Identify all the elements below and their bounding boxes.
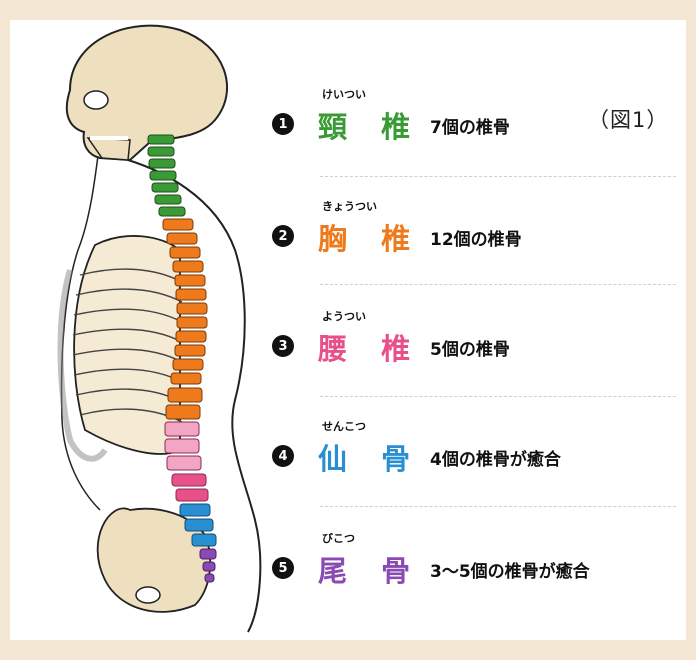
region-name: 尾 骨 bbox=[318, 548, 422, 590]
lumbar-vertebrae bbox=[165, 388, 202, 470]
region-ruby: ようつい bbox=[322, 308, 422, 324]
region-name: 仙 骨 bbox=[318, 436, 422, 478]
region-number-badge: 3 bbox=[272, 335, 294, 357]
region-description: 3〜5個の椎骨が癒合 bbox=[430, 557, 590, 582]
divider bbox=[320, 176, 676, 177]
region-description: 4個の椎骨が癒合 bbox=[430, 445, 561, 470]
region-row-coccyx: びこつ 5 尾 骨 3〜5個の椎骨が癒合 bbox=[272, 530, 682, 600]
hip-socket bbox=[136, 587, 160, 603]
region-ruby: けいつい bbox=[322, 86, 422, 102]
divider bbox=[320, 284, 676, 285]
region-number-badge: 4 bbox=[272, 445, 294, 467]
region-name: 頸 椎 bbox=[318, 104, 422, 146]
region-row-thoracic: きょうつい 2 胸 椎 12個の椎骨 bbox=[272, 198, 682, 268]
region-ruby: びこつ bbox=[322, 530, 422, 546]
divider bbox=[320, 396, 676, 397]
cervical-vertebrae bbox=[148, 135, 185, 216]
region-description: 7個の椎骨 bbox=[430, 113, 510, 138]
region-name: 腰 椎 bbox=[318, 326, 422, 368]
region-description: 12個の椎骨 bbox=[430, 225, 522, 250]
region-row-sacrum: せんこつ 4 仙 骨 4個の椎骨が癒合 bbox=[272, 418, 682, 488]
region-number-badge: 5 bbox=[272, 557, 294, 579]
region-row-cervical: けいつい 1 頸 椎 7個の椎骨 bbox=[272, 86, 682, 156]
region-number-badge: 1 bbox=[272, 113, 294, 135]
region-description: 5個の椎骨 bbox=[430, 335, 510, 360]
spine-skeleton-illustration bbox=[10, 20, 280, 640]
region-number-badge: 2 bbox=[272, 225, 294, 247]
eye-socket bbox=[84, 91, 108, 109]
divider bbox=[320, 506, 676, 507]
region-ruby: きょうつい bbox=[322, 198, 422, 214]
region-row-lumbar: ようつい 3 腰 椎 5個の椎骨 bbox=[272, 308, 682, 378]
region-ruby: せんこつ bbox=[322, 418, 422, 434]
region-name: 胸 椎 bbox=[318, 216, 422, 258]
